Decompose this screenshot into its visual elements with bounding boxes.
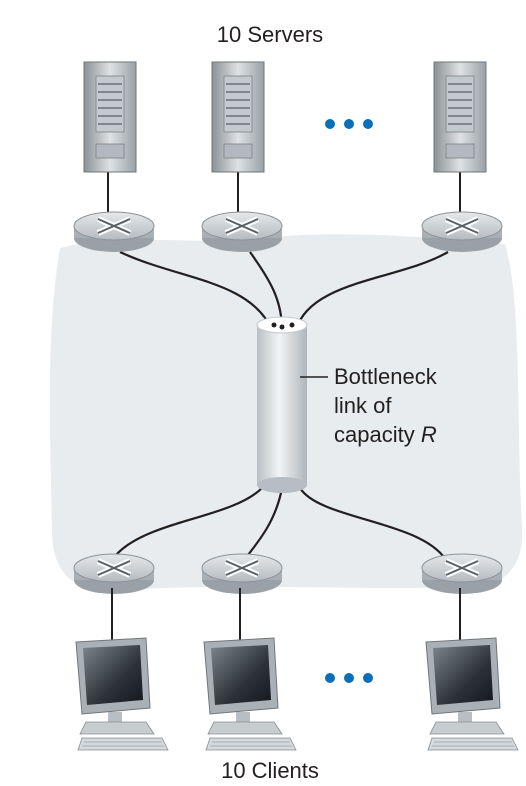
server-ellipsis bbox=[325, 119, 373, 129]
router-icon bbox=[201, 553, 283, 594]
clients-label: 10 Clients bbox=[221, 758, 319, 783]
client-downlinks bbox=[111, 588, 461, 640]
client-computer bbox=[203, 637, 297, 751]
bottleneck-label: Bottleneck link of capacity R bbox=[334, 362, 437, 449]
servers-label: 10 Servers bbox=[216, 22, 324, 47]
bottleneck-label-line3: capacity R bbox=[334, 420, 437, 449]
server-tower bbox=[211, 61, 265, 173]
server-tower bbox=[433, 61, 487, 173]
client-computer bbox=[75, 637, 169, 751]
client-ellipsis bbox=[325, 673, 373, 683]
capacity-variable: R bbox=[420, 422, 437, 447]
bottleneck-link bbox=[256, 316, 308, 493]
router-icon bbox=[73, 211, 155, 252]
server-tower bbox=[83, 61, 137, 173]
router-icon bbox=[421, 553, 503, 594]
router-icon bbox=[201, 211, 283, 252]
capacity-word: capacity bbox=[334, 422, 421, 447]
bottleneck-label-line1: Bottleneck bbox=[334, 364, 437, 389]
router-icon bbox=[421, 211, 503, 252]
router-icon bbox=[73, 553, 155, 594]
bottleneck-label-line2: link of bbox=[334, 393, 392, 418]
server-uplinks bbox=[107, 172, 461, 214]
client-computer bbox=[425, 637, 519, 751]
